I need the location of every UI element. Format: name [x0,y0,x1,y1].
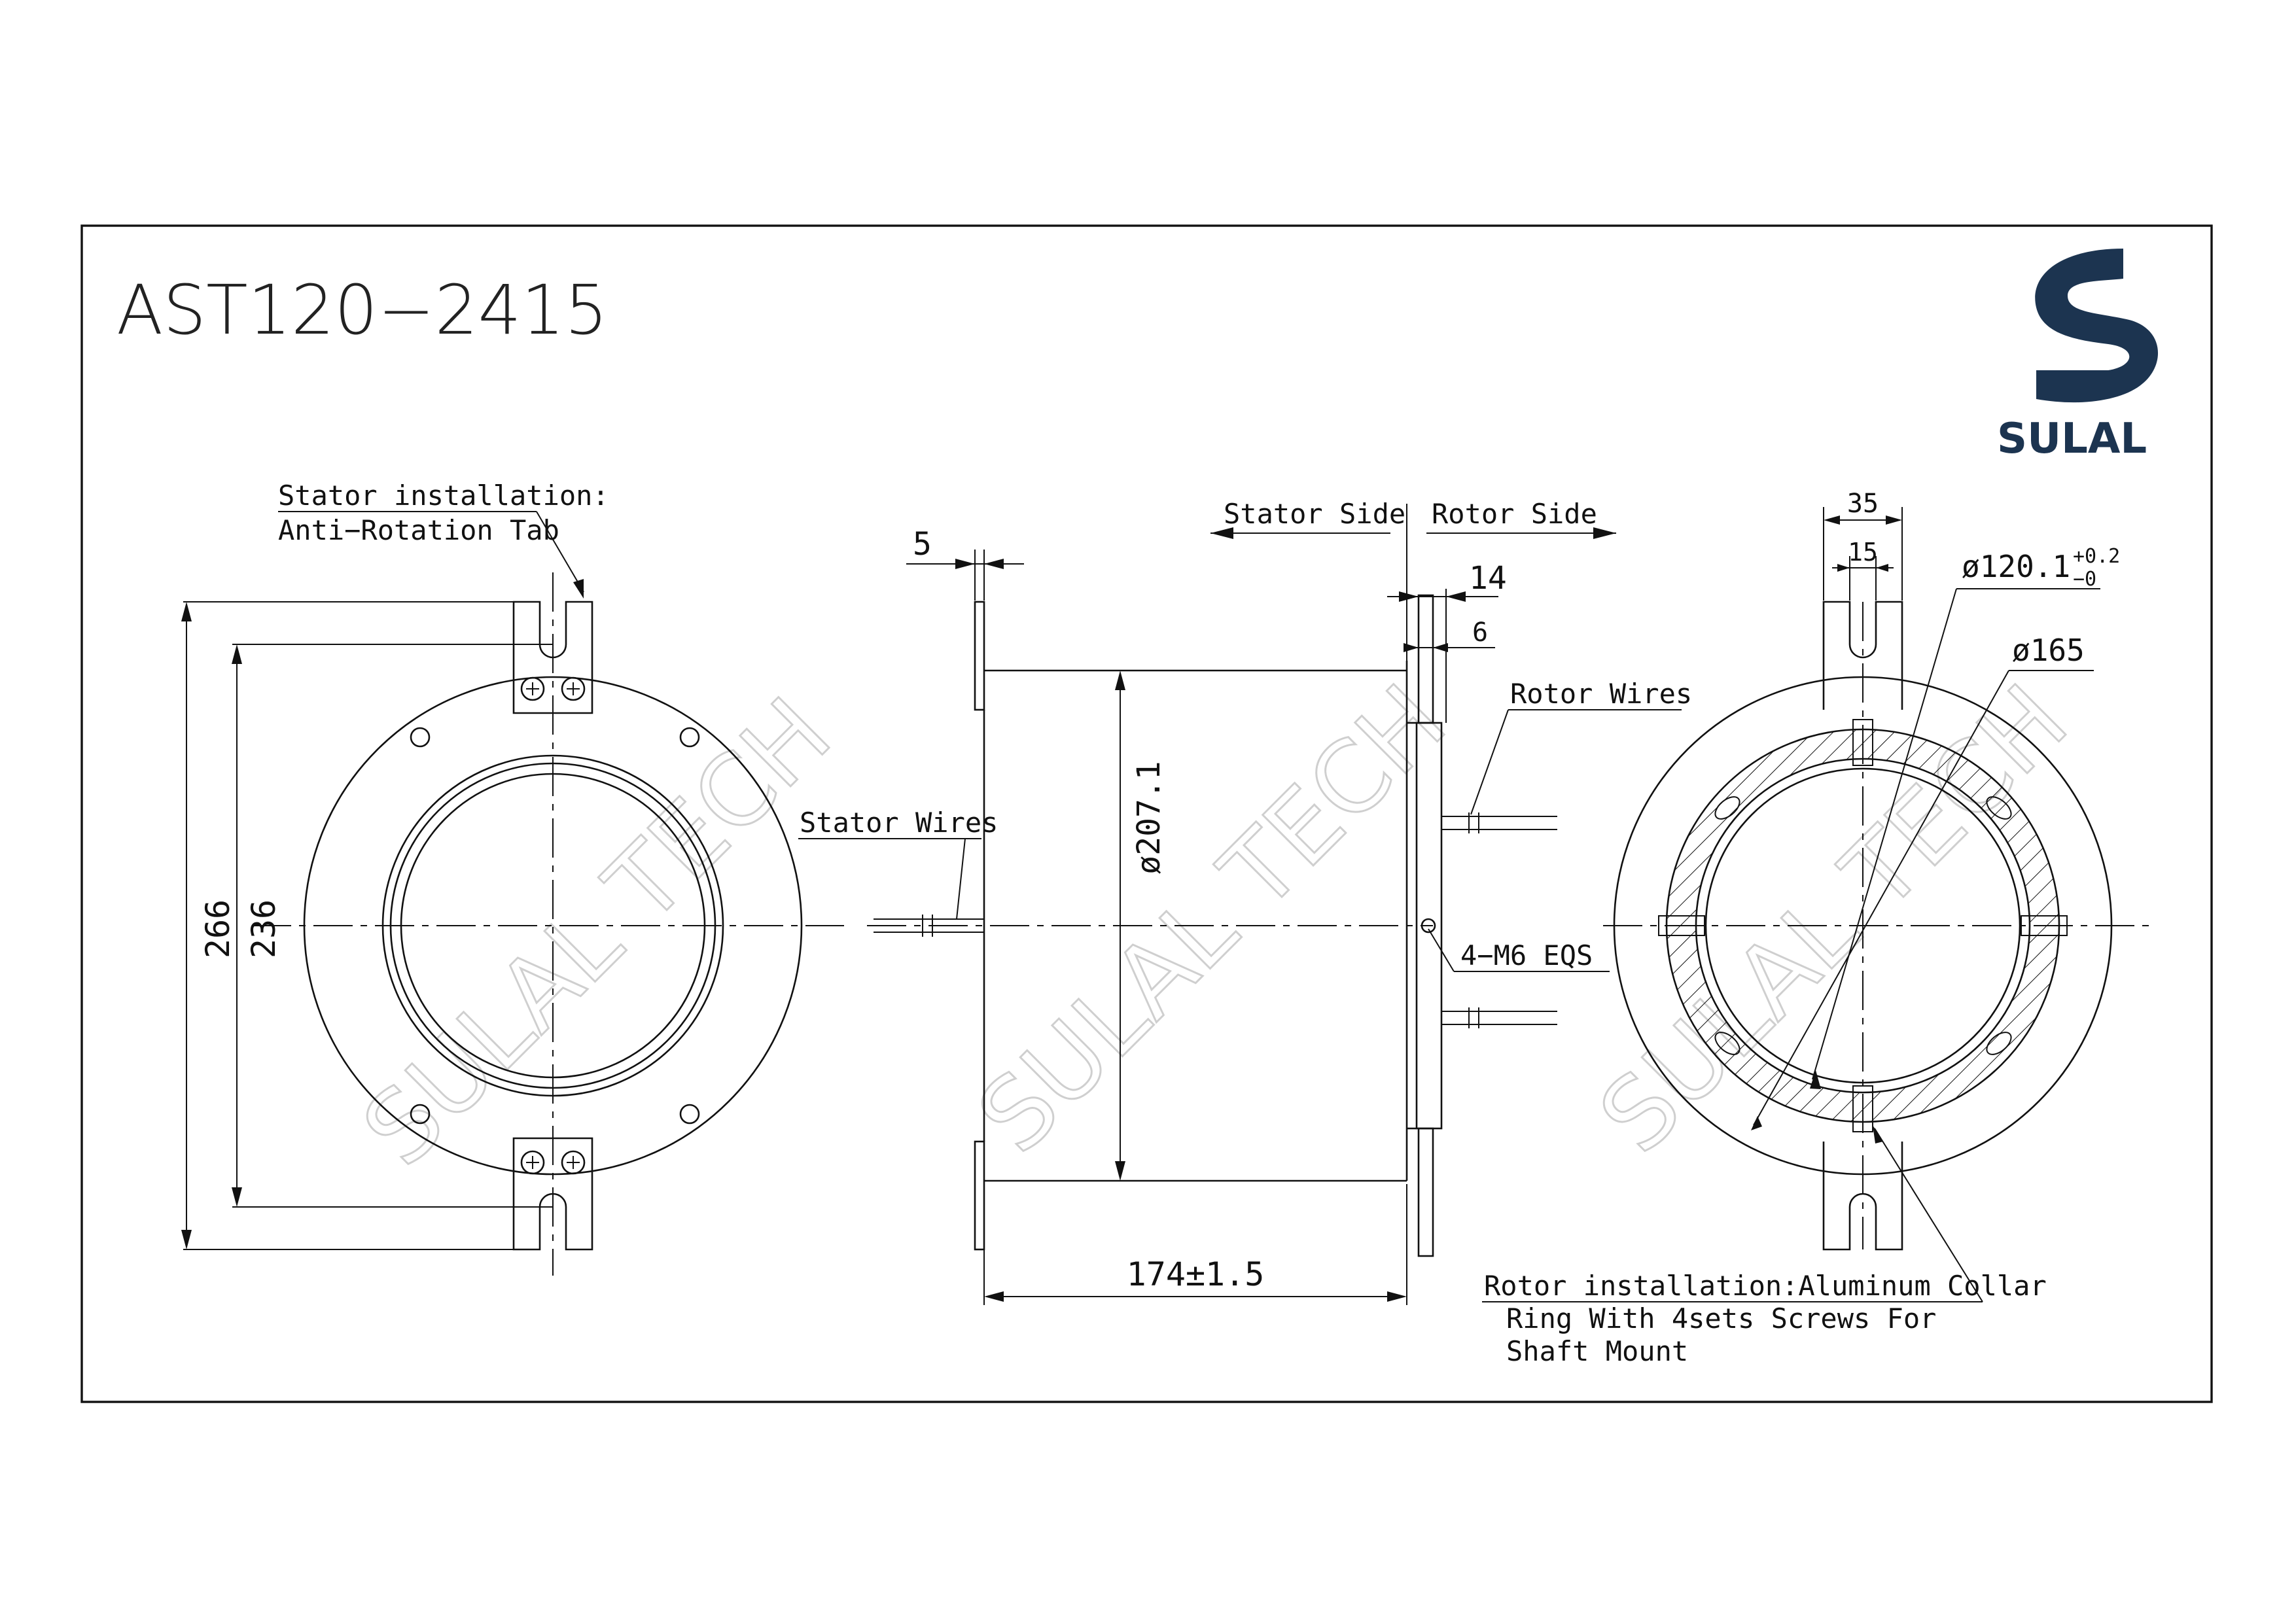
stator-wires-label: Stator Wires [800,807,998,839]
sheet-border [80,224,2213,1403]
dim-bore-tol-lower: −0 [2073,568,2096,591]
stator-flange-outline [303,676,803,1176]
stator-side-label: Stator Side [1224,498,1405,530]
watermark-center: SULAL TECH [957,664,1468,1175]
dim-hole-spacing: 236 [245,899,283,958]
set-screw-icon [1421,918,1436,934]
anti-rotation-tab-bottom [1822,1142,1903,1251]
mount-hole [679,1104,700,1125]
mount-hole [679,727,700,748]
rotor-install-note-line1: Rotor installation:Aluminum Collar [1484,1270,2047,1302]
dim-body-diameter: ø207.1 [1131,761,1167,874]
stator-flange-top [974,601,985,711]
drawing-title: AST120−2415 [116,270,608,350]
anti-rotation-tab-top [1822,601,1903,710]
rotor-install-note-line3: Shaft Mount [1506,1335,1688,1367]
rotor-end-view: 35 15 ø120.1 +0.2 −0 ø165 Rotor installa… [1482,489,2153,1367]
dim-bore-diameter: ø120.1 [1962,549,2070,584]
stator-bore [400,773,706,1079]
side-view: Stator Wires Rotor Wires 4−M6 EQS Stator… [798,498,1692,1305]
mount-hole [410,727,431,748]
anti-rotation-tab-top [512,601,593,714]
logo-text: SULAL [1997,415,2147,463]
watermark-left: SULAL TECH [342,677,853,1188]
screws-label: 4−M6 EQS [1460,939,1593,971]
dim-bore-tol-upper: +0.2 [2073,545,2120,568]
screw-icon [561,1150,586,1175]
dim-rotor-step: 6 [1472,618,1488,648]
rotor-side-label: Rotor Side [1432,498,1597,530]
screw-icon [520,1150,545,1175]
mount-hole [410,1104,431,1125]
screw-icon [561,676,586,701]
dim-body-length: 174±1.5 [1127,1255,1265,1293]
dim-tab-slot: 15 [1848,538,1878,567]
stator-flange-bottom [974,1140,985,1251]
rotor-install-note-line2: Ring With 4sets Screws For [1506,1302,1936,1335]
dim-tab-width: 35 [1847,489,1879,519]
anti-rotation-tab-bottom [512,1137,593,1251]
rotor-wires [1441,812,1557,1028]
dim-overall-height: 266 [199,899,237,958]
stator-install-note-line1: Stator installation: [278,480,609,512]
stator-end-view: 266 236 Stator installation: Anti−Rotati… [181,480,844,1276]
dim-rotor-flange: 14 [1469,560,1507,597]
screw-icon [520,676,545,701]
dim-flange-thickness: 5 [913,526,932,563]
dim-collar-diameter: ø165 [2012,633,2085,668]
stator-wires [874,915,984,937]
sulal-logo: SULAL [1997,249,2159,463]
rotor-collar [1415,722,1443,1130]
rotor-wires-label: Rotor Wires [1510,678,1692,710]
stator-install-note-line2: Anti−Rotation Tab [278,514,559,546]
